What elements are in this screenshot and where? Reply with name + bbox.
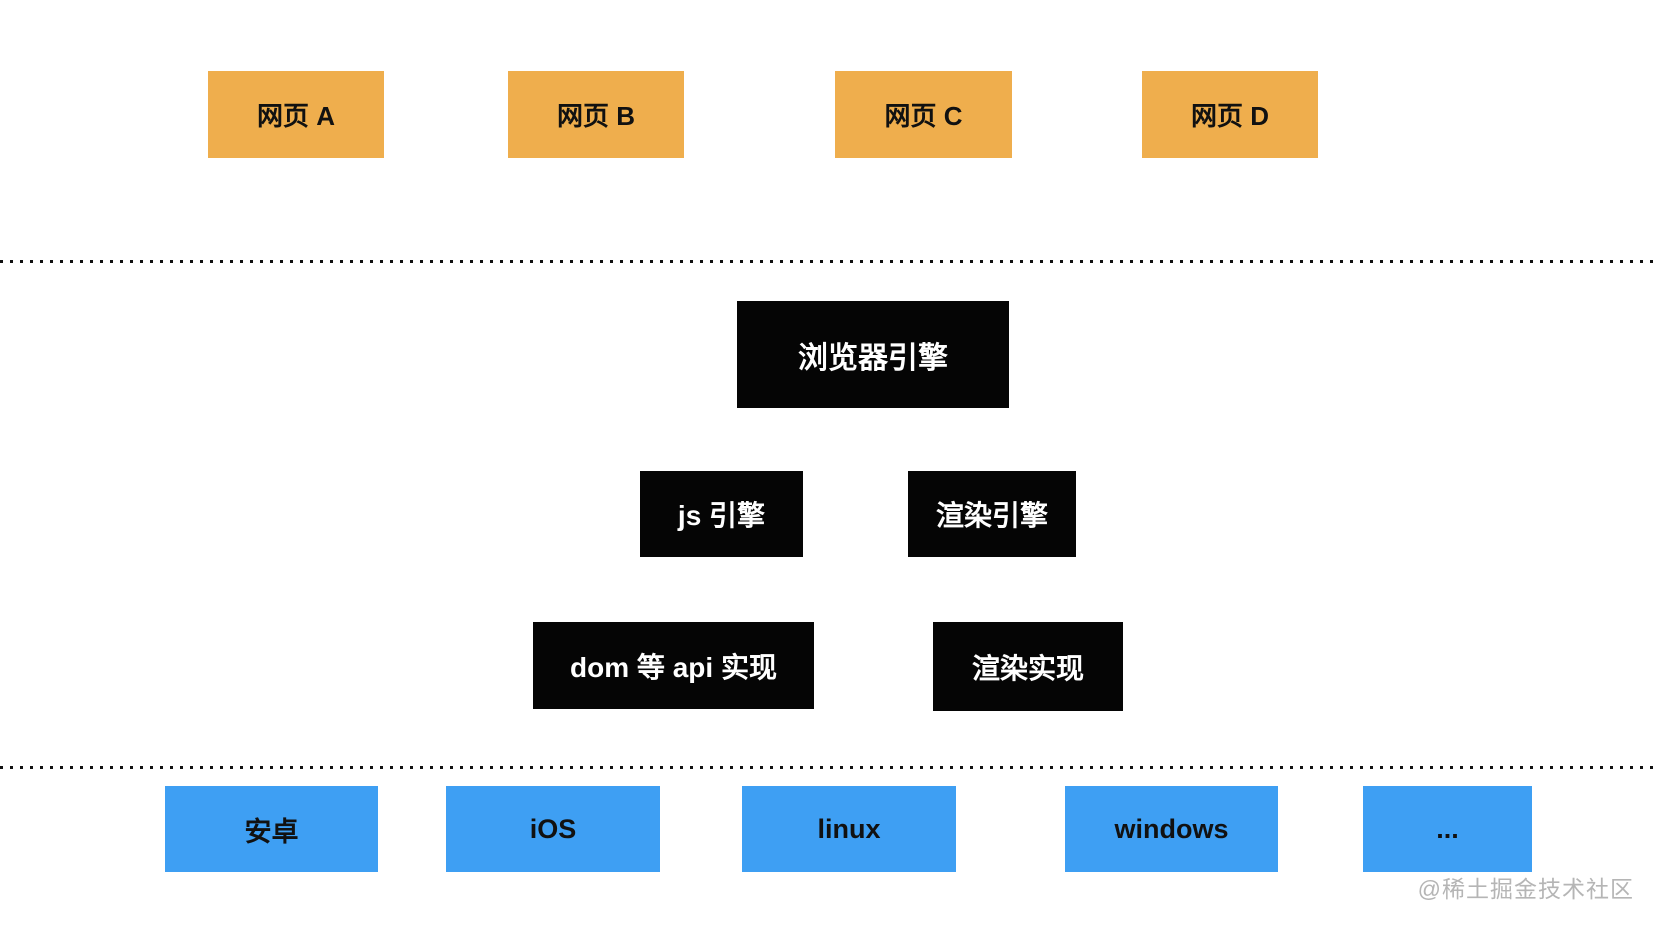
platform-linux-box: linux	[742, 786, 956, 872]
webpage-b-box: 网页 B	[508, 71, 684, 158]
browser-engine-box: 浏览器引擎	[737, 301, 1009, 408]
top-divider-dotted-line	[0, 260, 1656, 263]
platform-android-box: 安卓	[165, 786, 378, 872]
webpage-a-box: 网页 A	[208, 71, 384, 158]
render-implementation-box: 渲染实现	[933, 622, 1123, 711]
platform-windows-box: windows	[1065, 786, 1278, 872]
render-engine-box: 渲染引擎	[908, 471, 1076, 557]
platform-more-box: ...	[1363, 786, 1532, 872]
watermark: @稀土掘金技术社区	[1417, 876, 1634, 902]
webpage-d-box: 网页 D	[1142, 71, 1318, 158]
webpage-c-box: 网页 C	[835, 71, 1012, 158]
platform-ios-box: iOS	[446, 786, 660, 872]
js-engine-box: js 引擎	[640, 471, 803, 557]
bottom-divider-dotted-line	[0, 766, 1656, 769]
dom-api-implementation-box: dom 等 api 实现	[533, 622, 814, 709]
